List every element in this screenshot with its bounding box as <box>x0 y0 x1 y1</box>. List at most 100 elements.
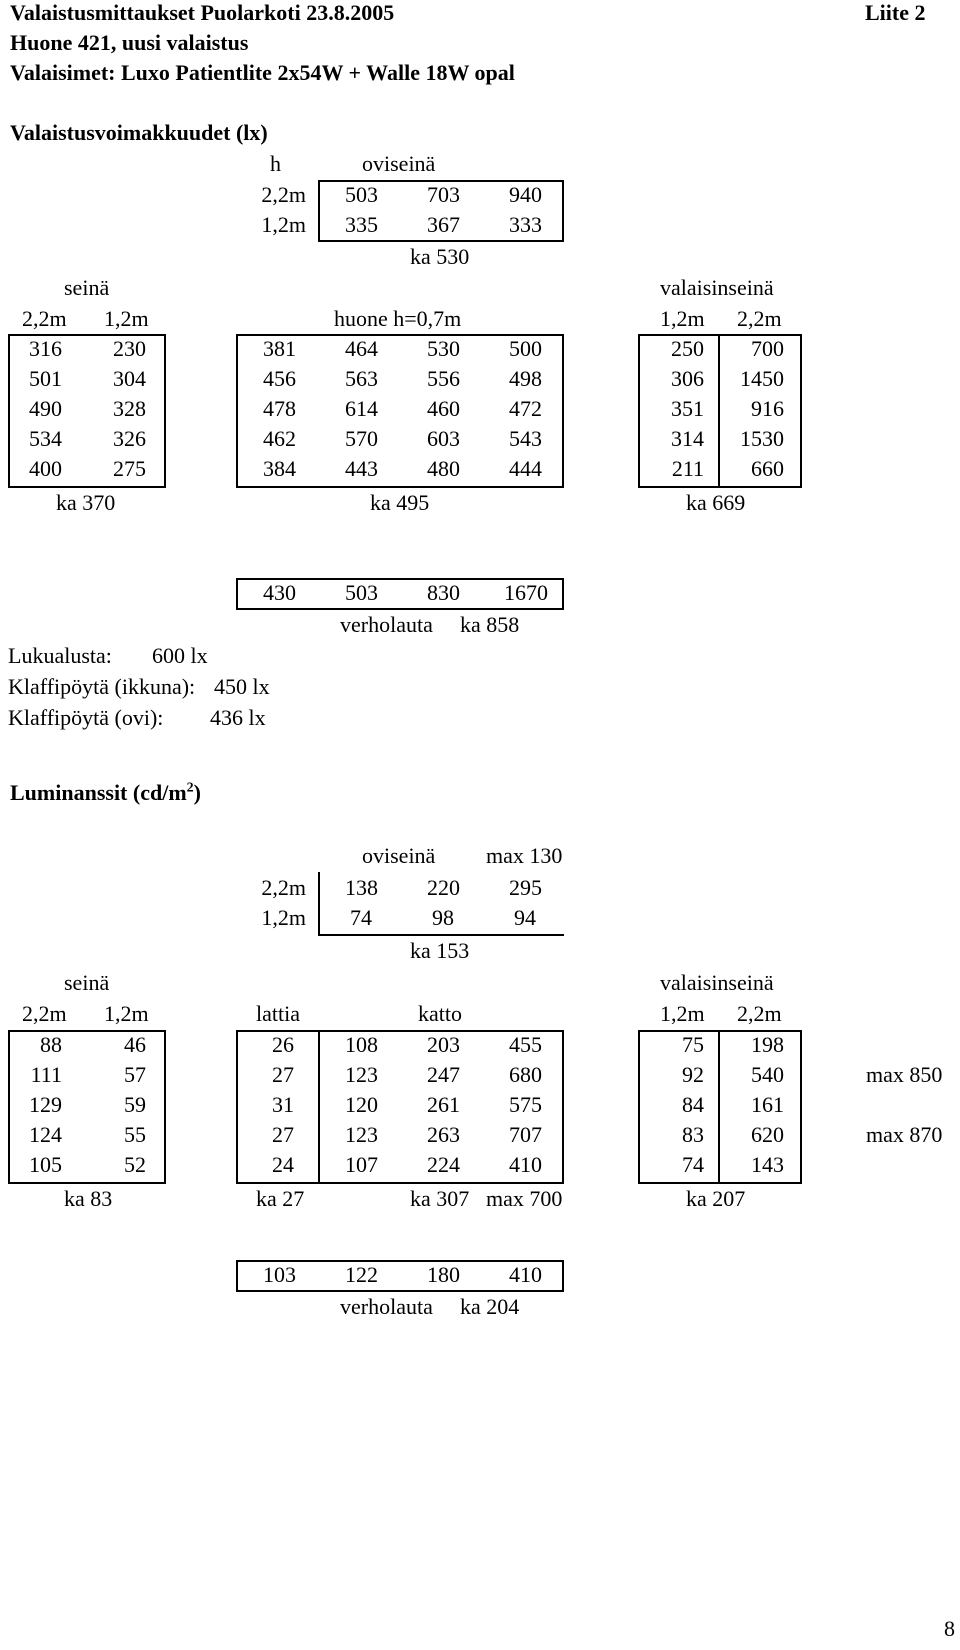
lum-door-wall-row-height: 1,2m <box>261 905 306 930</box>
h-column-label: h <box>270 151 281 176</box>
table-cell: 220 <box>427 875 460 900</box>
page-number: 8 <box>944 1616 955 1641</box>
table-cell: 1450 <box>740 366 784 391</box>
table-cell: 27 <box>272 1062 294 1087</box>
lum-lamp-wall-col-header: 1,2m <box>660 1001 705 1026</box>
table-cell: 410 <box>509 1262 542 1287</box>
table-cell: 83 <box>682 1122 704 1147</box>
ceiling-average: ka 307 <box>410 1186 470 1211</box>
lum-wall-col-header: 1,2m <box>104 1001 149 1026</box>
table-cell: 27 <box>272 1122 294 1147</box>
table-cell: 59 <box>124 1092 146 1117</box>
table-cell: 263 <box>427 1122 460 1147</box>
table-cell: 180 <box>427 1262 460 1287</box>
table-cell: 94 <box>514 905 536 930</box>
lum-wall-table <box>8 1030 166 1184</box>
table-cell: 88 <box>40 1032 62 1057</box>
table-window-label: Klaffipöytä (ikkuna): <box>8 674 196 699</box>
table-cell: 203 <box>427 1032 460 1057</box>
illuminance-heading: Valaistusvoimakkuudet (lx) <box>10 120 268 145</box>
wall-average: ka 370 <box>56 490 116 515</box>
table-cell: 120 <box>345 1092 378 1117</box>
table-cell: 460 <box>427 396 460 421</box>
lum-wall-col-header: 2,2m <box>22 1001 67 1026</box>
table-cell: 680 <box>509 1062 542 1087</box>
table-cell: 98 <box>432 905 454 930</box>
table-cell: 31 <box>272 1092 294 1117</box>
lum-door-wall-max: max 130 <box>486 843 563 868</box>
table-cell: 224 <box>427 1152 460 1177</box>
luminaires-heading: Valaisimet: Luxo Patientlite 2x54W + Wal… <box>10 60 515 85</box>
table-cell: 26 <box>272 1032 294 1057</box>
floor-ceiling-table <box>236 1030 564 1184</box>
lum-wall-title: seinä <box>64 970 110 995</box>
table-cell: 129 <box>29 1092 62 1117</box>
room-title: huone h=0,7m <box>334 306 462 331</box>
door-wall-table <box>318 180 564 242</box>
table-cell: 333 <box>509 212 542 237</box>
table-cell: 316 <box>29 336 62 361</box>
curtain-label: verholauta <box>340 612 433 637</box>
table-cell: 335 <box>345 212 378 237</box>
table-cell: 556 <box>427 366 460 391</box>
lum-lamp-wall-col-header: 2,2m <box>737 1001 782 1026</box>
table-cell: 46 <box>124 1032 146 1057</box>
floor-title: lattia <box>256 1001 300 1026</box>
table-cell: 74 <box>682 1152 704 1177</box>
table-cell: 703 <box>427 182 460 207</box>
reading-surface-label: Lukualusta: <box>8 643 112 668</box>
wall-title: seinä <box>64 275 110 300</box>
lamp-wall-title: valaisinseinä <box>660 275 774 300</box>
table-cell: 543 <box>509 426 542 451</box>
table-cell: 443 <box>345 456 378 481</box>
table-left-border <box>318 872 320 936</box>
table-bottom-border <box>318 934 564 936</box>
table-cell: 503 <box>345 580 378 605</box>
table-cell: 328 <box>113 396 146 421</box>
table-cell: 52 <box>124 1152 146 1177</box>
lum-curtain-label: verholauta <box>340 1294 433 1319</box>
table-cell: 75 <box>682 1032 704 1057</box>
appendix-label: Liite 2 <box>865 0 926 25</box>
lum-door-wall-row-height: 2,2m <box>261 875 306 900</box>
table-cell: 603 <box>427 426 460 451</box>
door-wall-row-height: 2,2m <box>261 182 306 207</box>
table-cell: 351 <box>671 396 704 421</box>
wall-col-header: 1,2m <box>104 306 149 331</box>
table-cell: 534 <box>29 426 62 451</box>
table-cell: 540 <box>751 1062 784 1087</box>
table-cell: 24 <box>272 1152 294 1177</box>
lamp-wall-col-header: 1,2m <box>660 306 705 331</box>
lum-lamp-wall-average: ka 207 <box>686 1186 746 1211</box>
lum-door-wall-average: ka 153 <box>410 938 470 963</box>
door-wall-title: oviseinä <box>362 151 436 176</box>
table-cell: 111 <box>30 1062 62 1087</box>
table-divider <box>718 334 720 488</box>
table-cell: 261 <box>427 1092 460 1117</box>
room-heading: Huone 421, uusi valaistus <box>10 30 249 55</box>
table-cell: 275 <box>113 456 146 481</box>
table-cell: 478 <box>263 396 296 421</box>
table-cell: 124 <box>29 1122 62 1147</box>
table-cell: 455 <box>509 1032 542 1057</box>
lum-door-wall-title: oviseinä <box>362 843 436 868</box>
table-cell: 314 <box>671 426 704 451</box>
table-cell: 247 <box>427 1062 460 1087</box>
lamp-wall-average: ka 669 <box>686 490 746 515</box>
table-cell: 122 <box>345 1262 378 1287</box>
table-cell: 384 <box>263 456 296 481</box>
table-cell: 410 <box>509 1152 542 1177</box>
table-cell: 700 <box>751 336 784 361</box>
luminance-heading: Luminanssit (cd/m2) <box>10 780 201 805</box>
document-title: Valaistusmittaukset Puolarkoti 23.8.2005 <box>10 0 395 25</box>
table-cell: 143 <box>751 1152 784 1177</box>
table-cell: 1670 <box>504 580 548 605</box>
table-cell: 108 <box>345 1032 378 1057</box>
table-cell: 123 <box>345 1062 378 1087</box>
table-door-label: Klaffipöytä (ovi): <box>8 705 164 730</box>
table-cell: 295 <box>509 875 542 900</box>
table-cell: 1530 <box>740 426 784 451</box>
table-cell: 530 <box>427 336 460 361</box>
curtain-table <box>236 578 564 610</box>
table-cell: 500 <box>509 336 542 361</box>
